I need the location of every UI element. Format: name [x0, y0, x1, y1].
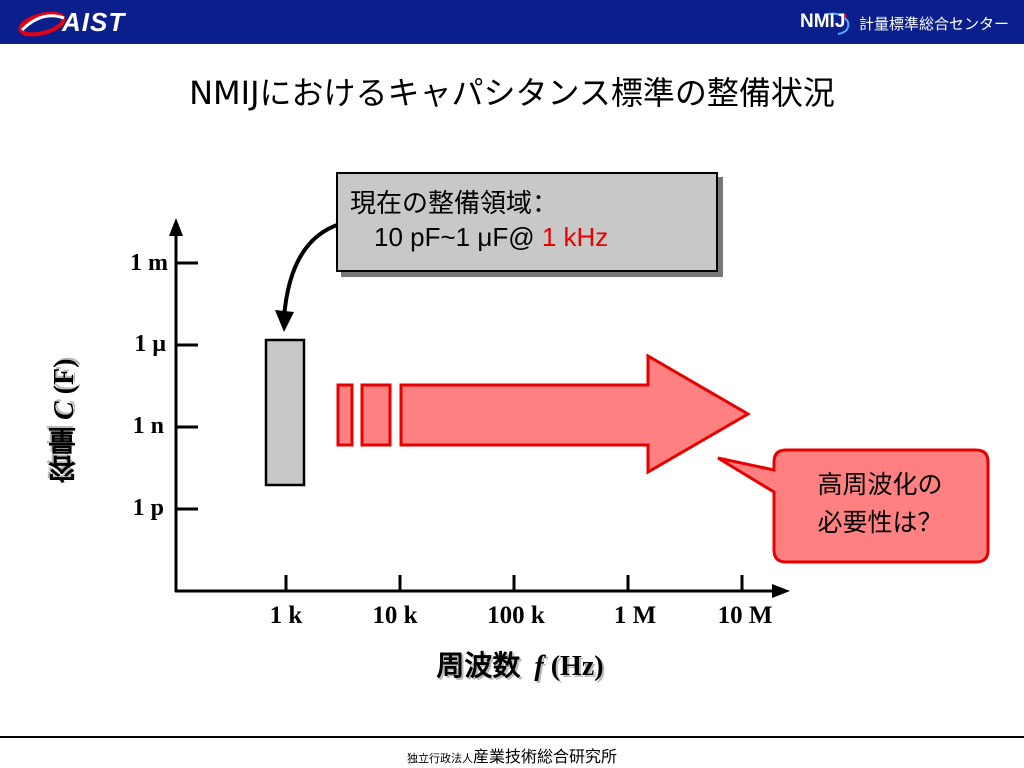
- footer-prefix: 独立行政法人: [406, 752, 473, 765]
- future-segment-medium: [360, 383, 392, 447]
- y-axis-label-text: 容量: [49, 427, 80, 484]
- x-tick-label: 1 k: [269, 602, 303, 629]
- center-name: 計量標準総合センター: [859, 15, 1010, 33]
- x-axis-symbol: f: [534, 651, 544, 682]
- x-axis-unit: (Hz): [550, 651, 604, 682]
- x-tick-label: 100 k: [487, 602, 545, 629]
- x-axis-label: 周波数 f (Hz): [380, 644, 660, 684]
- y-axis-label: 容量 C (F): [40, 346, 90, 496]
- current-range-spec: 10 pF~1 μF@ 1 kHz: [350, 220, 716, 254]
- footer: 独立行政法人産業技術総合研究所: [0, 743, 1024, 767]
- y-axis-symbol: C: [49, 401, 80, 421]
- callout-bubble: [717, 448, 990, 564]
- current-range-title: 現在の整備領域：: [350, 188, 559, 218]
- footer-divider: [0, 736, 1024, 738]
- pointer-arrow: [282, 222, 341, 319]
- aist-logo-icon: [18, 11, 66, 37]
- callout-text: 高周波化の 必要性は？: [774, 466, 986, 542]
- y-axis-unit: (F): [49, 358, 80, 395]
- future-segment-small: [336, 383, 354, 447]
- x-tick-label: 10 k: [372, 602, 418, 629]
- current-range-box: 現在の整備領域： 10 pF~1 μF@ 1 kHz: [336, 172, 718, 272]
- x-tick-label: 10 M: [717, 602, 773, 629]
- y-tick-label: 1 m: [130, 250, 168, 276]
- callout-line: 高周波化の: [817, 470, 943, 499]
- x-axis-label-text: 周波数: [436, 651, 521, 682]
- x-axis-arrowhead: [772, 584, 790, 598]
- y-axis-arrowhead: [169, 218, 183, 236]
- y-tick-label: 1 n: [132, 413, 164, 439]
- nmij-wordmark: NMIJ: [800, 11, 846, 32]
- pointer-arrowhead: [275, 310, 294, 332]
- current-range-frequency: 1 kHz: [541, 222, 609, 252]
- y-tick-label: 1 p: [132, 495, 164, 521]
- aist-wordmark: AIST: [62, 7, 126, 37]
- x-tick-label: 1 M: [613, 602, 657, 629]
- nmij-logo-icon: [827, 12, 850, 35]
- current-range-bar: [264, 338, 306, 487]
- header-bar: AIST NMIJ 計量標準総合センター: [0, 0, 1024, 44]
- current-range-value: 10 pF~1 μF@: [374, 222, 542, 252]
- future-arrow: [399, 353, 751, 475]
- y-tick-label: 1 μ: [134, 331, 166, 357]
- footer-org-name: 産業技術総合研究所: [472, 747, 617, 766]
- page-title: NMIJにおけるキャパシタンス標準の整備状況: [189, 74, 835, 112]
- callout-line: 必要性は？: [817, 508, 943, 537]
